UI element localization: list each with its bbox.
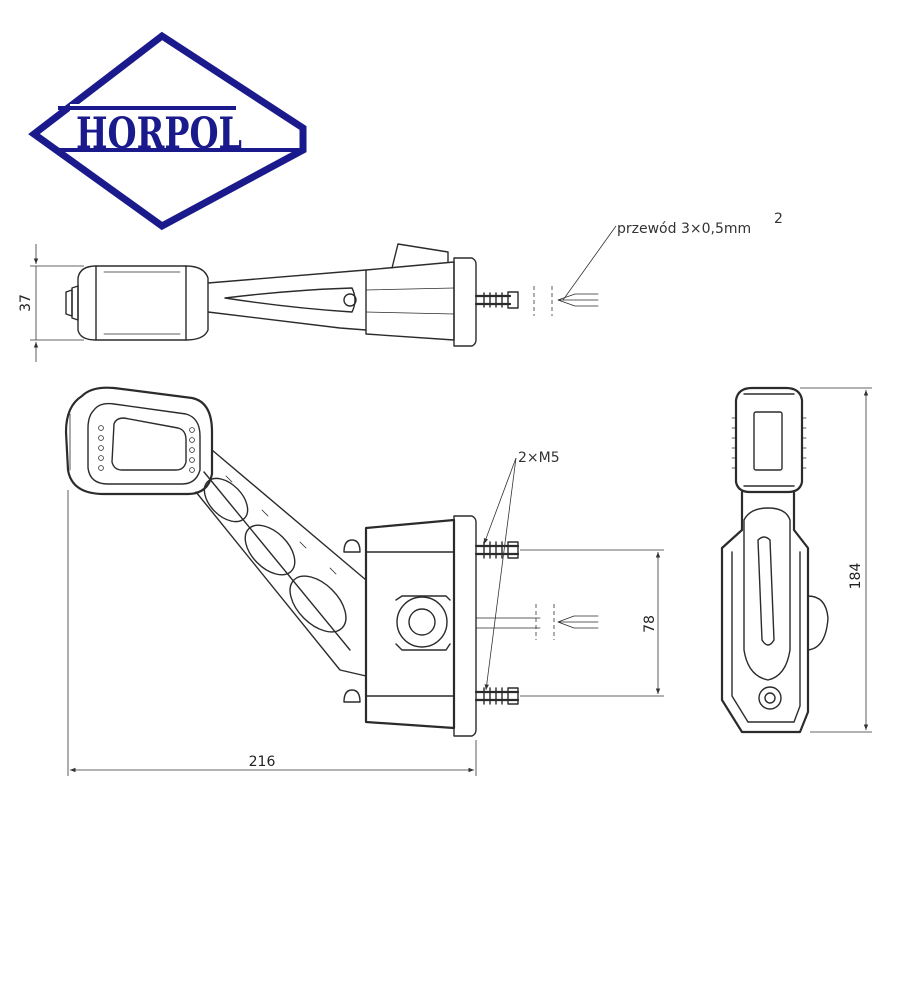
- end-view: 184: [720, 386, 872, 734]
- dim-length-label: 216: [249, 754, 276, 770]
- dim-stud-spacing-label: 78: [642, 615, 658, 633]
- led-dots: [98, 425, 195, 473]
- dim-height-label: 37: [18, 294, 34, 312]
- wire-label-superscript: 2: [774, 211, 783, 227]
- side-view: 37 przewód 3×0,5mm 2: [18, 211, 783, 362]
- wire-label: przewód 3×0,5mm: [617, 221, 751, 237]
- logo-text: HORPOL: [76, 109, 242, 159]
- front-view: 2×M5 78 216: [64, 386, 664, 776]
- studs-label: 2×M5: [518, 450, 560, 466]
- horpol-logo: HORPOL: [28, 31, 307, 231]
- dim-total-height-label: 184: [848, 563, 864, 590]
